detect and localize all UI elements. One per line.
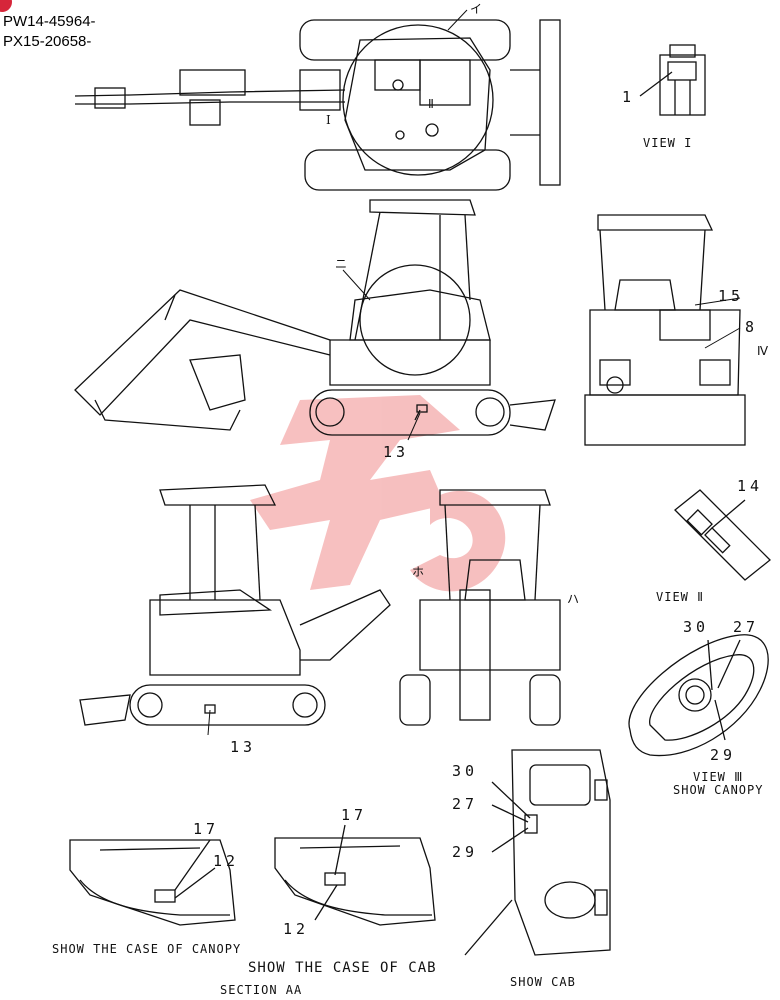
marker-kana-ho: ホ	[412, 565, 425, 579]
view-iii-detail	[628, 634, 769, 757]
callout-27-cab: 27	[452, 795, 479, 813]
serial-number-2: PX15-20658-	[3, 33, 92, 50]
callout-1: 1	[622, 88, 636, 106]
side-view-excavator	[74, 199, 556, 436]
marker-kana-ni: ニ	[335, 257, 348, 271]
callout-12-canopy: 12	[213, 852, 240, 870]
callout-30-view3: 30	[683, 618, 710, 636]
serial-number-1: PW14-45964-	[3, 13, 96, 30]
callout-29-view3: 29	[710, 746, 737, 764]
view-ii-detail	[674, 489, 771, 581]
leader-lines	[207, 9, 741, 736]
marker-kana-ha: ハ	[567, 592, 580, 606]
cab-side-view	[79, 484, 391, 726]
callout-12-cab: 12	[283, 920, 310, 938]
caption-show-cab: SHOW CAB	[510, 975, 576, 989]
caption-section-aa: SECTION AA	[220, 983, 303, 997]
cab-door-panel	[464, 749, 611, 956]
caption-cab-case: SHOW THE CASE OF CAB	[248, 960, 437, 976]
marker-view-ii: Ⅱ	[428, 97, 434, 111]
caption-view-ii: VIEW Ⅱ	[656, 590, 705, 604]
section-cab-case	[274, 824, 436, 926]
callout-8: 8	[745, 318, 759, 336]
marker-view-iv: Ⅳ	[757, 344, 769, 358]
section-canopy-case	[69, 839, 236, 926]
marker-view-i: I	[326, 113, 331, 127]
caption-view-iii-sub: SHOW CANOPY	[673, 783, 764, 797]
caption-view-iii: VIEW Ⅲ	[693, 770, 744, 784]
front-view-excavator	[399, 489, 561, 726]
view-i-detail	[639, 44, 706, 116]
callout-30-cab: 30	[452, 762, 479, 780]
caption-view-i: VIEW I	[643, 136, 693, 150]
callout-17-canopy: 17	[193, 820, 220, 838]
caption-canopy-case: SHOW THE CASE OF CANOPY	[52, 942, 242, 956]
watermark-logo	[250, 395, 506, 592]
corner-badge	[0, 0, 12, 12]
callout-27-view3: 27	[733, 618, 760, 636]
callout-17-cab: 17	[341, 806, 368, 824]
marker-kana-i: イ	[470, 2, 483, 16]
rear-view-excavator	[584, 214, 746, 446]
callout-15: 15	[718, 287, 745, 305]
top-plan-view	[74, 19, 561, 191]
callout-29-cab: 29	[452, 843, 479, 861]
callout-13-bottom: 13	[230, 738, 257, 756]
callout-14: 14	[737, 477, 764, 495]
callout-13-top: 13	[383, 443, 410, 461]
